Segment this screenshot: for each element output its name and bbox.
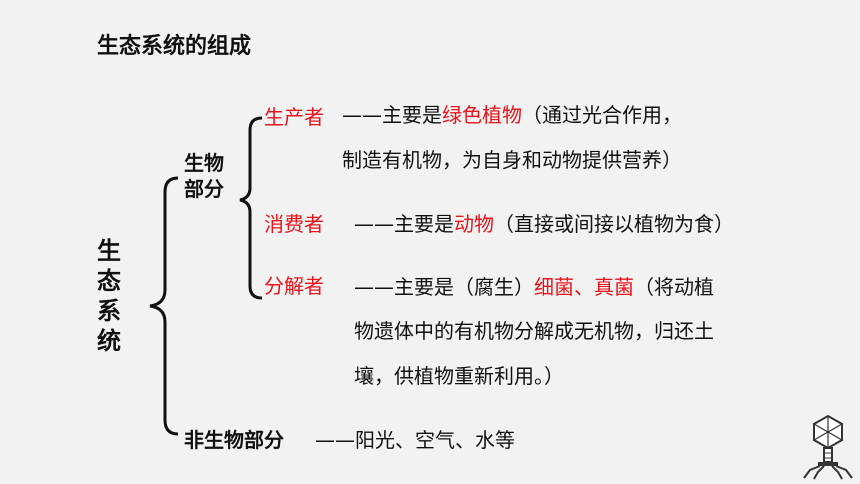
biotic-brace [239, 116, 263, 300]
main-brace [149, 176, 179, 436]
decomposer-desc-pre: ——主要是（腐生） [354, 275, 534, 299]
consumer-desc-line1: ——主要是动物（直接或间接以植物为食） [354, 204, 734, 244]
biotic-label: 生物 部分 [184, 150, 236, 202]
producer-desc-line1: ——主要是绿色植物（通过光合作用， [342, 95, 682, 135]
decomposer-desc-line1: ——主要是（腐生）细菌、真菌（将动植 [354, 267, 714, 307]
producer-desc-pre: ——主要是 [342, 103, 442, 127]
decomposer-highlight: 细菌、真菌 [534, 275, 634, 299]
consumer-highlight: 动物 [454, 212, 494, 236]
decomposer-label: 分解者 [264, 274, 324, 298]
consumer-desc-pre: ——主要是 [354, 212, 454, 236]
producer-label: 生产者 [264, 105, 324, 129]
ecosystem-label: 生态系统 [97, 237, 121, 355]
bacteriophage-icon [803, 414, 853, 480]
consumer-label: 消费者 [264, 212, 324, 236]
producer-desc-line2: 制造有机物，为自身和动物提供营养） [342, 148, 682, 172]
producer-highlight: 绿色植物 [442, 103, 522, 127]
decomposer-desc-post: （将动植 [634, 275, 714, 299]
biotic-label-line2: 部分 [184, 177, 224, 201]
decomposer-desc-line3: 壤，供植物重新利用。） [354, 364, 564, 388]
abiotic-label: 非生物部分 [184, 428, 284, 452]
abiotic-desc: ——阳光、空气、水等 [315, 428, 515, 452]
biotic-label-line1: 生物 [184, 151, 224, 175]
consumer-desc-post: （直接或间接以植物为食） [494, 212, 734, 236]
page-title: 生态系统的组成 [97, 34, 252, 59]
decomposer-desc-line2: 物遗体中的有机物分解成无机物，归还土 [354, 319, 714, 343]
producer-desc-post: （通过光合作用， [522, 103, 682, 127]
